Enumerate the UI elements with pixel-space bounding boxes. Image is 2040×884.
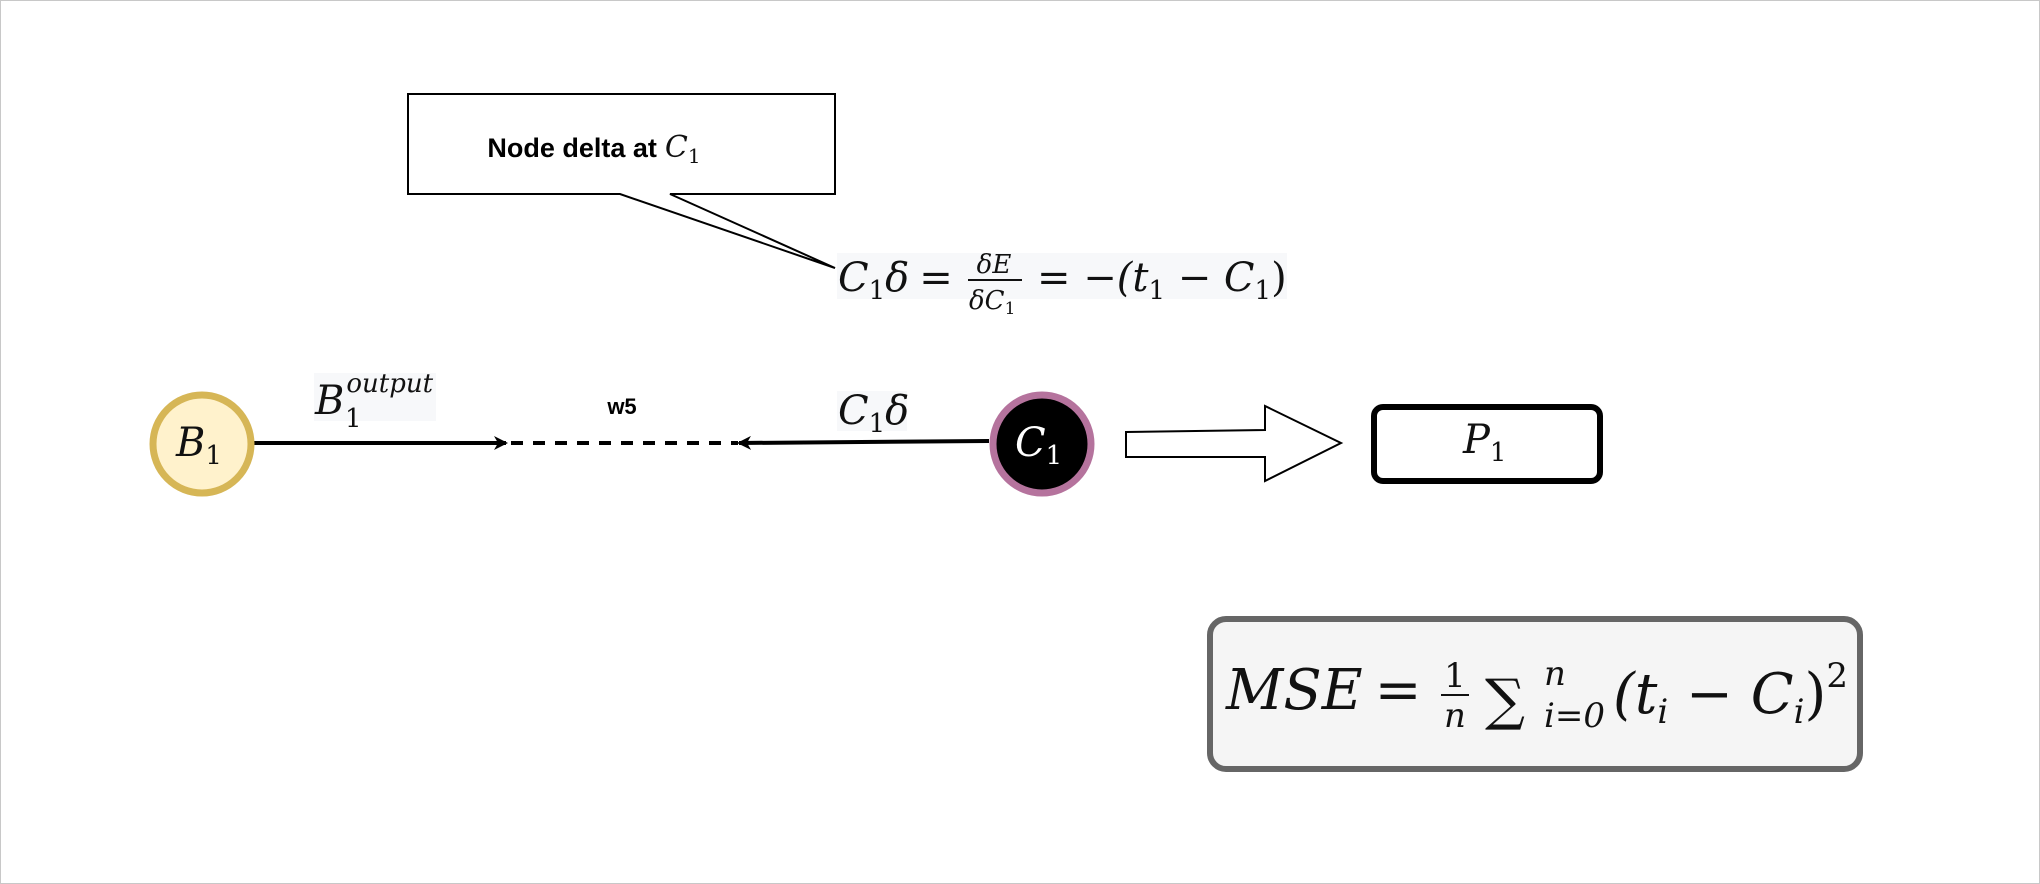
mse-formula-sum-sup: n <box>1544 654 1566 694</box>
edge-label-c1-delta-bg <box>837 391 907 431</box>
block-arrow-right-icon <box>1125 404 1344 483</box>
mse-formula-frac-den: n <box>1444 696 1466 736</box>
edge-label-b1-output-sub: 1 <box>345 404 362 434</box>
node-c1-circle <box>989 391 1095 497</box>
edge-label-b1-output-text: Boutput <box>314 369 434 424</box>
delta-formula-rhs: = −(t1 − C1) <box>1037 255 1287 306</box>
mse-formula-lhs: MSE= <box>1225 658 1422 723</box>
mse-formula-sum-sub: i=0 <box>1544 696 1605 736</box>
node-b1-label: B1 <box>175 420 222 471</box>
node-p1-label: P1 <box>1462 417 1506 468</box>
edge-label-c1-delta-text: C1δ <box>838 388 909 439</box>
callout-shape <box>407 93 836 269</box>
mse-box <box>1207 616 1863 772</box>
node-p1-box <box>1371 404 1603 484</box>
node-p1[interactable]: P1 <box>1371 404 1603 484</box>
node-b1-circle <box>149 391 255 497</box>
delta-formula-frac-den: δC1 <box>969 286 1015 319</box>
edge-label-b1-output: Boutput 1 <box>314 369 436 434</box>
node-c1[interactable]: C1 <box>989 391 1095 497</box>
delta-formula-bg <box>837 253 1287 299</box>
edge-label-b1-output-bg <box>314 373 436 421</box>
edge-label-c1-delta: C1δ <box>837 388 909 439</box>
delta-formula-lhs: C1δ= <box>838 255 953 306</box>
node-c1-label: C1 <box>1015 420 1062 471</box>
node-b1[interactable]: B1 <box>149 391 255 497</box>
mse-formula-sum: ∑ <box>1485 668 1525 733</box>
delta-formula-frac-num: δE <box>977 250 1012 280</box>
edge-label-weight: w5 <box>606 394 636 419</box>
delta-formula: C1δ= δE δC1 = −(t1 − C1) <box>837 250 1287 319</box>
mse-formula-body: (ti − Ci)2 <box>1613 656 1848 732</box>
mse-formula[interactable]: MSE= 1 n ∑ n i=0 (ti − Ci)2 <box>1207 616 1863 772</box>
mse-formula-frac-num: 1 <box>1444 656 1466 696</box>
edge-c1-to-weight[interactable] <box>737 435 990 450</box>
